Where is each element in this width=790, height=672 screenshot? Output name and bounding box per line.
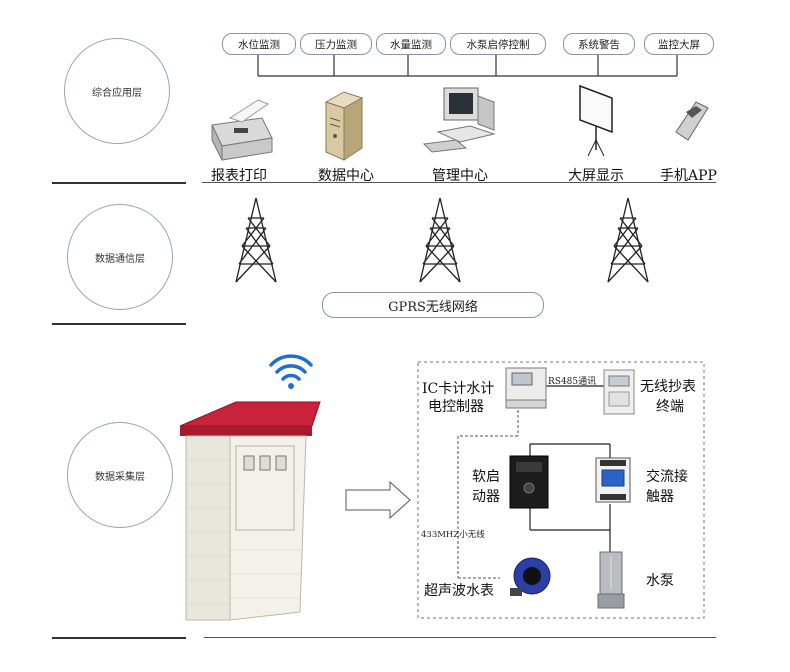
function-water-level-label: 水位监测	[238, 38, 280, 51]
ic-controller-icon	[505, 367, 547, 409]
ultrasonic-meter-icon	[510, 557, 551, 596]
layer-communication: 数据通信层	[67, 204, 173, 310]
device-mobile-app-label: 手机APP	[660, 168, 717, 184]
gprs-network-bar: GPRS无线网络	[322, 292, 544, 318]
ac-contactor-label-line1: 交流接	[646, 469, 688, 485]
ac-contactor-label-line2: 触器	[646, 489, 674, 505]
pump-label: 水泵	[646, 573, 674, 589]
soft-starter-label-line1: 软启	[472, 469, 500, 485]
separator-3	[52, 323, 186, 325]
field-devices-box	[417, 361, 705, 619]
layer-application-label: 综合应用层	[92, 87, 142, 99]
flow-arrow-icon	[345, 480, 411, 520]
function-pressure: 压力监测	[300, 33, 372, 55]
layer-acquisition: 数据采集层	[67, 422, 173, 528]
pump-icon	[597, 551, 625, 609]
layer-communication-label: 数据通信层	[95, 253, 145, 265]
function-pump-control-label: 水泵启停控制	[466, 38, 530, 51]
device-management-center-label: 管理中心	[432, 168, 488, 184]
ic-controller-label-line1: IC卡计水计	[422, 381, 495, 397]
device-report-print-label: 报表打印	[211, 168, 267, 184]
function-monitor-screen-label: 监控大屏	[658, 38, 700, 51]
separator-1	[52, 182, 186, 184]
separator-4	[52, 637, 186, 639]
function-water-volume: 水量监测	[376, 33, 446, 55]
function-pump-control: 水泵启停控制	[450, 33, 546, 55]
function-pressure-label: 压力监测	[315, 38, 357, 51]
projection-screen-icon	[579, 84, 613, 157]
function-water-level: 水位监测	[222, 33, 296, 55]
soft-starter-icon	[509, 455, 549, 509]
gprs-network-label: GPRS无线网络	[388, 299, 478, 315]
wireless-meter-icon	[603, 369, 635, 415]
separator-5	[204, 637, 716, 638]
wifi-icon	[269, 354, 313, 389]
tower-icon-2	[419, 197, 461, 283]
tower-icon-3	[607, 197, 649, 283]
printer-icon	[211, 99, 273, 161]
wireless-meter-label-line2: 终端	[656, 399, 684, 415]
ultrasonic-meter-label: 超声波水表	[424, 583, 494, 599]
tower-icon-1	[235, 197, 277, 283]
device-data-center-label: 数据中心	[318, 168, 374, 184]
function-water-volume-label: 水量监测	[390, 38, 432, 51]
soft-starter-label-line2: 动器	[472, 489, 500, 505]
ic-controller-label-line2: 电控制器	[428, 399, 484, 415]
layer-application: 综合应用层	[64, 38, 170, 144]
function-monitor-screen: 监控大屏	[644, 33, 714, 55]
function-system-alert-label: 系统警告	[578, 38, 620, 51]
cabinet-illustration	[179, 401, 321, 621]
wireless-433-label: 433MHZ小无线	[421, 530, 485, 540]
layer-acquisition-label: 数据采集层	[95, 471, 145, 483]
device-big-screen-label: 大屏显示	[568, 168, 624, 184]
ac-contactor-icon	[595, 457, 631, 503]
phone-icon	[675, 101, 709, 141]
server-icon	[324, 91, 364, 161]
computer-icon	[422, 87, 496, 153]
separator-2	[202, 182, 716, 183]
rs485-label: RS485通讯	[548, 377, 597, 387]
function-system-alert: 系统警告	[563, 33, 635, 55]
wireless-meter-label-line1: 无线抄表	[640, 379, 696, 395]
